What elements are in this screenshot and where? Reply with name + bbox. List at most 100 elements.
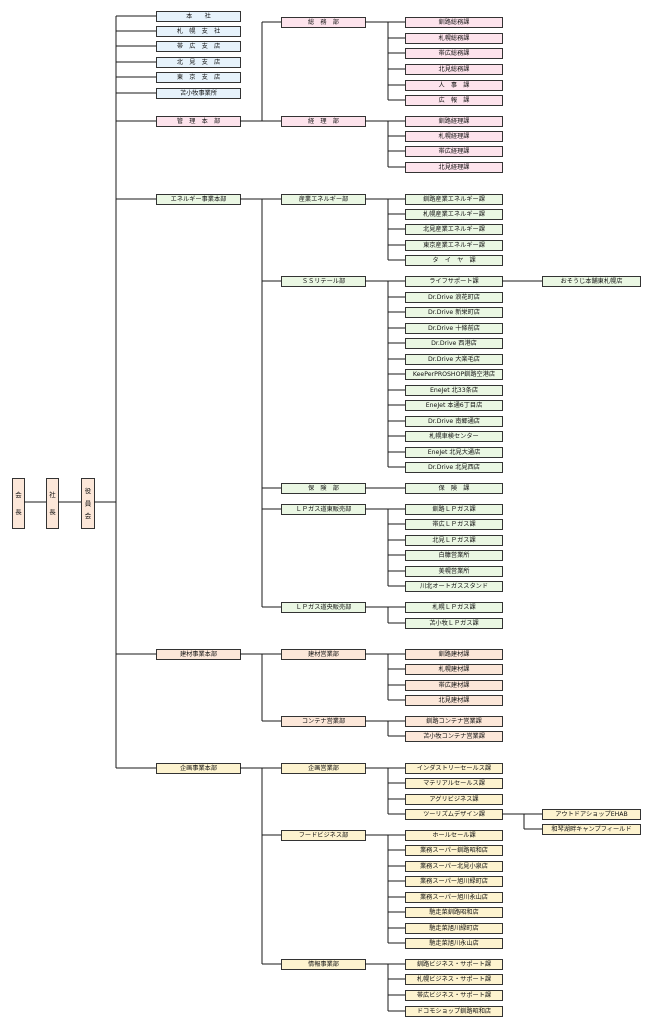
section-box-1-2-0-frame xyxy=(405,483,503,494)
sub-box-3-0-3-0: アウトドアショップEHAB xyxy=(542,809,641,820)
chairman-box-frame xyxy=(12,478,25,529)
section-box-1-1-3-frame xyxy=(405,323,503,334)
section-box-0-0-5-frame xyxy=(405,95,503,106)
section-box-1-1-2: Dr.Drive 新栄町店 xyxy=(405,307,503,318)
dept-box-3-1: フードビジネス部 xyxy=(281,830,366,841)
sub-box-3-0-3-1: 和琴湖畔キャンプフィールド xyxy=(542,824,641,835)
dept-box-3-0: 企画営業部 xyxy=(281,763,366,774)
section-box-3-0-2: アグリビジネス課 xyxy=(405,794,503,805)
section-box-1-4-1-frame xyxy=(405,618,503,629)
section-box-0-0-2-label: 帯広総務課 xyxy=(439,49,470,57)
president-box: 社長 xyxy=(46,478,59,529)
section-box-1-0-1-label: 札幌産業エネルギー課 xyxy=(423,210,485,218)
section-box-3-0-0: インダストリーセールス課 xyxy=(405,763,503,774)
section-box-2-0-1-frame xyxy=(405,664,503,675)
office-box-3-label: 北 見 支 店 xyxy=(177,58,220,66)
section-box-3-0-3-label: ツーリズムデザイン課 xyxy=(423,810,485,818)
section-box-0-1-1-label: 札幌経理課 xyxy=(439,132,470,140)
section-box-3-2-1-frame xyxy=(405,974,503,985)
section-box-1-1-5-label: Dr.Drive 大楽毛店 xyxy=(428,355,480,363)
section-box-0-1-2-frame xyxy=(405,146,503,157)
dept-box-1-4: ＬＰガス道央販売部 xyxy=(281,602,366,613)
section-box-3-0-3: ツーリズムデザイン課 xyxy=(405,809,503,820)
dept-box-3-2: 情報事業部 xyxy=(281,959,366,970)
section-box-3-2-3: ドコモショップ釧路昭和店 xyxy=(405,1006,503,1017)
section-box-3-1-4-label: 業務スーパー旭川永山店 xyxy=(420,893,488,901)
section-box-1-1-8: EneJet 本通6丁目店 xyxy=(405,400,503,411)
section-box-1-1-6: KeePerPROSHOP釧路空港店 xyxy=(405,369,503,380)
section-box-3-2-3-frame xyxy=(405,1006,503,1017)
section-box-1-3-2-label: 北見ＬＰガス課 xyxy=(432,536,475,544)
section-box-2-1-0-frame xyxy=(405,716,503,727)
office-box-2-frame xyxy=(156,41,241,52)
section-box-0-0-5: 広 報 課 xyxy=(405,95,503,106)
office-box-0: 本 社 xyxy=(156,11,241,22)
section-box-1-1-9-frame xyxy=(405,416,503,427)
section-box-0-0-0-frame xyxy=(405,17,503,28)
section-box-3-2-0-frame xyxy=(405,959,503,970)
section-box-3-2-0: 釧路ビジネス・サポート課 xyxy=(405,959,503,970)
dept-box-1-4-label: ＬＰガス道央販売部 xyxy=(296,603,352,611)
section-box-3-2-2: 帯広ビジネス・サポート課 xyxy=(405,990,503,1001)
section-box-1-1-8-label: EneJet 本通6丁目店 xyxy=(426,401,483,409)
section-box-1-3-5: 川北オートガススタンド xyxy=(405,581,503,592)
dept-box-0-0: 総 務 部 xyxy=(281,17,366,28)
sub-box-3-0-3-1-label: 和琴湖畔キャンプフィールド xyxy=(551,825,631,833)
hq-box-2-label: 建材事業本部 xyxy=(180,650,217,658)
section-box-0-0-3-frame xyxy=(405,64,503,75)
section-box-1-3-4-frame xyxy=(405,566,503,577)
office-box-5: 苫小牧事業所 xyxy=(156,88,241,99)
section-box-0-0-3: 北見総務課 xyxy=(405,64,503,75)
section-box-0-0-4: 人 事 課 xyxy=(405,80,503,91)
section-box-1-1-12-frame xyxy=(405,462,503,473)
section-box-3-1-5: 馳走菜釧路昭和店 xyxy=(405,907,503,918)
board-box-frame xyxy=(81,478,95,529)
office-box-1-label: 札 幌 支 社 xyxy=(177,27,220,35)
hq-box-1: エネルギー事業本部 xyxy=(156,194,241,205)
section-box-3-0-0-frame xyxy=(405,763,503,774)
section-box-1-1-10-frame xyxy=(405,431,503,442)
section-box-1-1-11-frame xyxy=(405,447,503,458)
section-box-3-1-2-frame xyxy=(405,861,503,872)
president-box-frame xyxy=(46,478,59,529)
section-box-0-1-3-frame xyxy=(405,162,503,173)
section-box-3-1-5-label: 馳走菜釧路昭和店 xyxy=(429,908,479,916)
section-box-1-1-11: EneJet 北見大通店 xyxy=(405,447,503,458)
hq-box-3-label: 企画事業本部 xyxy=(180,764,217,772)
section-box-1-3-0: 釧路ＬＰガス課 xyxy=(405,504,503,515)
section-box-0-1-3: 北見経理課 xyxy=(405,162,503,173)
office-box-2: 帯 広 支 店 xyxy=(156,41,241,52)
section-box-1-1-4: Dr.Drive 西港店 xyxy=(405,338,503,349)
section-box-3-0-1: マテリアルセールス課 xyxy=(405,778,503,789)
section-box-1-3-5-label: 川北オートガススタンド xyxy=(420,582,488,590)
dept-box-2-0-label: 建材営業部 xyxy=(308,650,339,658)
section-box-1-1-4-label: Dr.Drive 西港店 xyxy=(431,339,477,347)
section-box-2-0-1: 札幌建材課 xyxy=(405,664,503,675)
section-box-1-1-6-label: KeePerPROSHOP釧路空港店 xyxy=(413,370,495,378)
hq-box-0-label: 管 理 本 部 xyxy=(177,117,220,125)
section-box-1-4-0: 札幌ＬＰガス課 xyxy=(405,602,503,613)
section-box-2-0-0-label: 釧路建材課 xyxy=(439,650,470,658)
section-box-3-1-6: 馳走菜旭川緑町店 xyxy=(405,923,503,934)
dept-box-2-1: コンテナ営業部 xyxy=(281,716,366,727)
office-box-5-frame xyxy=(156,88,241,99)
section-box-1-0-2-label: 北見産業エネルギー課 xyxy=(423,225,485,233)
section-box-1-1-0: ライフサポート課 xyxy=(405,276,503,287)
section-box-0-0-1-label: 札幌総務課 xyxy=(439,34,470,42)
section-box-2-1-0-label: 釧路コンテナ営業課 xyxy=(426,717,482,725)
section-box-2-0-3: 北見建材課 xyxy=(405,695,503,706)
section-box-3-1-1: 業務スーパー釧路昭和店 xyxy=(405,845,503,856)
section-box-3-1-1-frame xyxy=(405,845,503,856)
dept-box-1-0-label: 産業エネルギー部 xyxy=(299,195,349,203)
section-box-3-1-4-frame xyxy=(405,892,503,903)
section-box-1-2-0: 保 険 課 xyxy=(405,483,503,494)
section-box-1-4-1-label: 苫小牧ＬＰガス課 xyxy=(429,619,479,627)
section-box-0-1-1: 札幌経理課 xyxy=(405,131,503,142)
section-box-1-0-3-frame xyxy=(405,240,503,251)
section-box-3-1-0-frame xyxy=(405,830,503,841)
section-box-1-1-2-label: Dr.Drive 新栄町店 xyxy=(428,308,480,316)
section-box-1-0-0: 釧路産業エネルギー課 xyxy=(405,194,503,205)
section-box-1-1-5-frame xyxy=(405,354,503,365)
section-box-2-0-0-frame xyxy=(405,649,503,660)
sub-box-1-1-0-0: おそうじ本舗東札幌店 xyxy=(542,276,641,287)
